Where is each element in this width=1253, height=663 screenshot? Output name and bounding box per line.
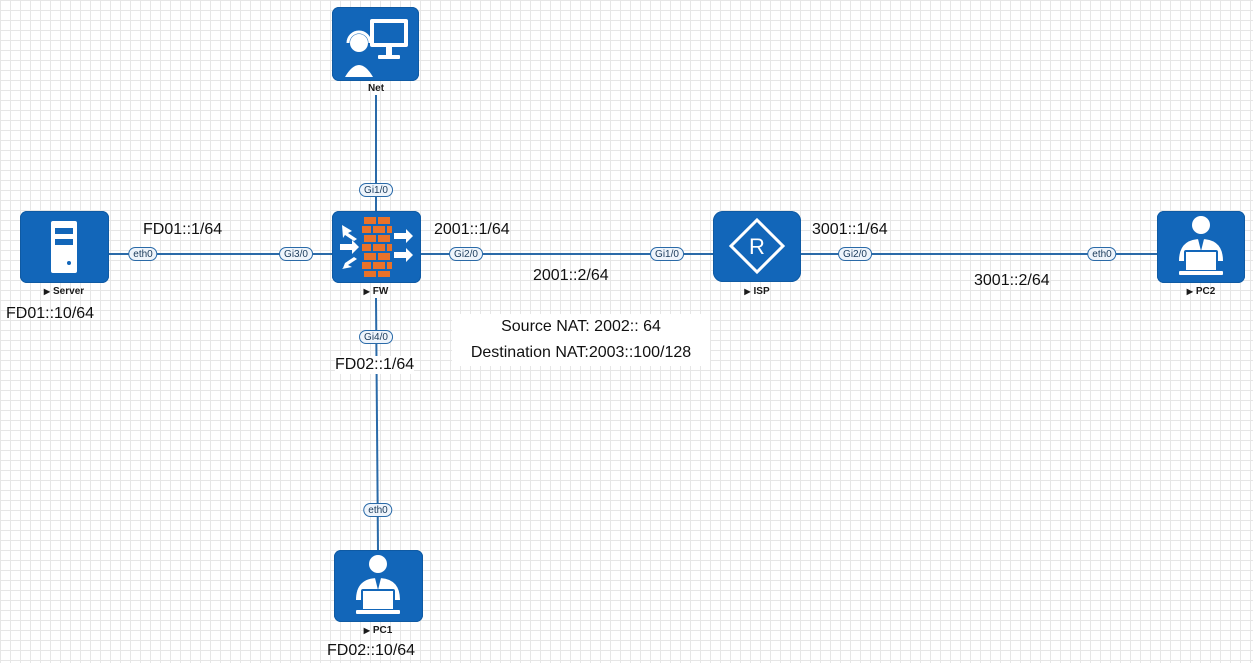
user-laptop-icon <box>356 555 400 614</box>
port-server-eth0[interactable]: eth0 <box>128 247 158 261</box>
port-pc2-eth0[interactable]: eth0 <box>1087 247 1117 261</box>
device-server[interactable]: ▶Server <box>20 211 109 297</box>
device-label-text: Server <box>53 286 85 297</box>
device-net[interactable]: Net <box>332 7 419 94</box>
router-r-glyph: R <box>749 234 765 259</box>
user-laptop-icon <box>1179 216 1223 275</box>
device-fw[interactable]: ▶FW <box>332 211 421 297</box>
server-tower-icon <box>51 221 77 273</box>
device-label: ▶PC2 <box>1186 286 1216 297</box>
address-3001-1: 3001::1/64 <box>812 221 888 238</box>
port-fw-gi3-0[interactable]: Gi3/0 <box>279 247 313 261</box>
port-pc1-eth0[interactable]: eth0 <box>363 503 393 517</box>
port-fw-gi2-0[interactable]: Gi2/0 <box>449 247 483 261</box>
device-label: ▶FW <box>363 286 389 297</box>
source-nat-text: Source NAT: 2002:: 64 <box>501 318 661 335</box>
firewall-icon <box>340 217 413 277</box>
device-label: ▶Server <box>43 286 85 297</box>
router-icon: R <box>728 217 786 275</box>
device-label-text: PC1 <box>372 625 393 636</box>
address-fd02-1: FD02::1/64 <box>335 356 415 374</box>
device-label: ▶ISP <box>744 286 770 297</box>
device-label-text: PC2 <box>1195 286 1216 297</box>
address-2001-2: 2001::2/64 <box>533 267 609 284</box>
port-fw-gi1-0[interactable]: Gi1/0 <box>359 183 393 197</box>
address-2001-1: 2001::1/64 <box>434 221 510 238</box>
address-fd02-10: FD02::10/64 <box>327 642 416 659</box>
device-label: ▶PC1 <box>363 625 393 636</box>
device-pc2[interactable]: ▶PC2 <box>1157 211 1245 297</box>
nat-info-box: Source NAT: 2002:: 64 Destination NAT:20… <box>452 314 710 366</box>
destination-nat-text: Destination NAT:2003::100/128 <box>470 344 692 361</box>
port-isp-gi1-0[interactable]: Gi1/0 <box>650 247 684 261</box>
device-isp[interactable]: R ▶ISP <box>713 211 801 297</box>
operator-workstation-icon <box>345 19 408 77</box>
port-fw-gi4-0[interactable]: Gi4/0 <box>359 330 393 344</box>
address-3001-2: 3001::2/64 <box>974 272 1050 289</box>
device-pc1[interactable]: ▶PC1 <box>334 550 423 636</box>
device-label-text: ISP <box>753 286 770 297</box>
device-label: Net <box>367 83 385 94</box>
device-label-text: FW <box>372 286 389 297</box>
address-fd01-1: FD01::1/64 <box>143 221 223 238</box>
address-fd01-10: FD01::10/64 <box>6 305 95 322</box>
port-isp-gi2-0[interactable]: Gi2/0 <box>838 247 872 261</box>
